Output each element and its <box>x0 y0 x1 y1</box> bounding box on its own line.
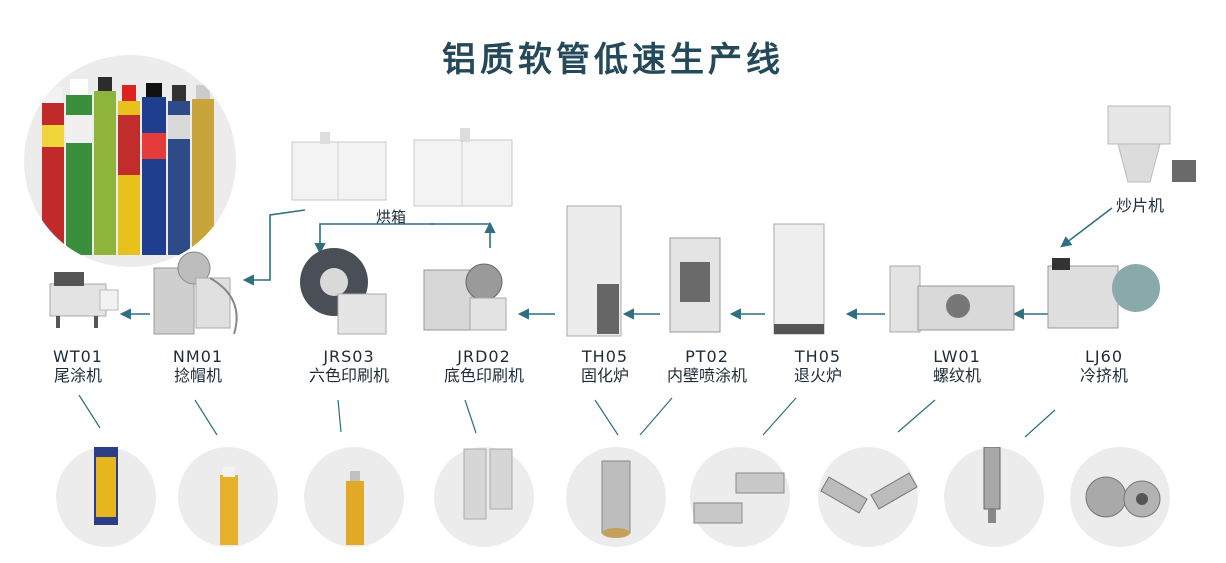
flake-machine-label: 炒片机 <box>1116 196 1165 215</box>
stage-product-nm01 <box>178 447 278 547</box>
machine-pt02-image <box>666 236 726 336</box>
aluminum-tubes-photo <box>24 55 236 267</box>
flake-machine-image <box>1098 102 1198 188</box>
stage-product-pt02 <box>690 447 790 547</box>
machine-jrs03-image <box>290 242 390 338</box>
machine-lw01-image <box>888 262 1018 336</box>
oven-label: 烘箱 <box>376 208 407 226</box>
stage-product-wt01 <box>56 447 156 547</box>
stage-product-jrs03 <box>304 447 404 547</box>
stage-product-jrd02 <box>434 447 534 547</box>
stage-product-th05-annealing <box>818 447 918 547</box>
machine-lj60-image <box>1046 254 1164 334</box>
oven-right-image <box>412 128 514 208</box>
machine-jrd02-image <box>420 244 510 334</box>
stage-product-lj60 <box>1070 447 1170 547</box>
machine-th05-annealing-image <box>770 222 828 338</box>
page-title: 铝质软管低速生产线 <box>442 40 784 80</box>
machine-wt01-image <box>44 266 122 330</box>
machine-nm01-image <box>150 248 250 338</box>
oven-left-image <box>290 132 388 202</box>
machine-th05-curing-image <box>563 204 625 340</box>
stage-product-th05-curing <box>566 447 666 547</box>
stage-product-lw01 <box>944 447 1044 547</box>
